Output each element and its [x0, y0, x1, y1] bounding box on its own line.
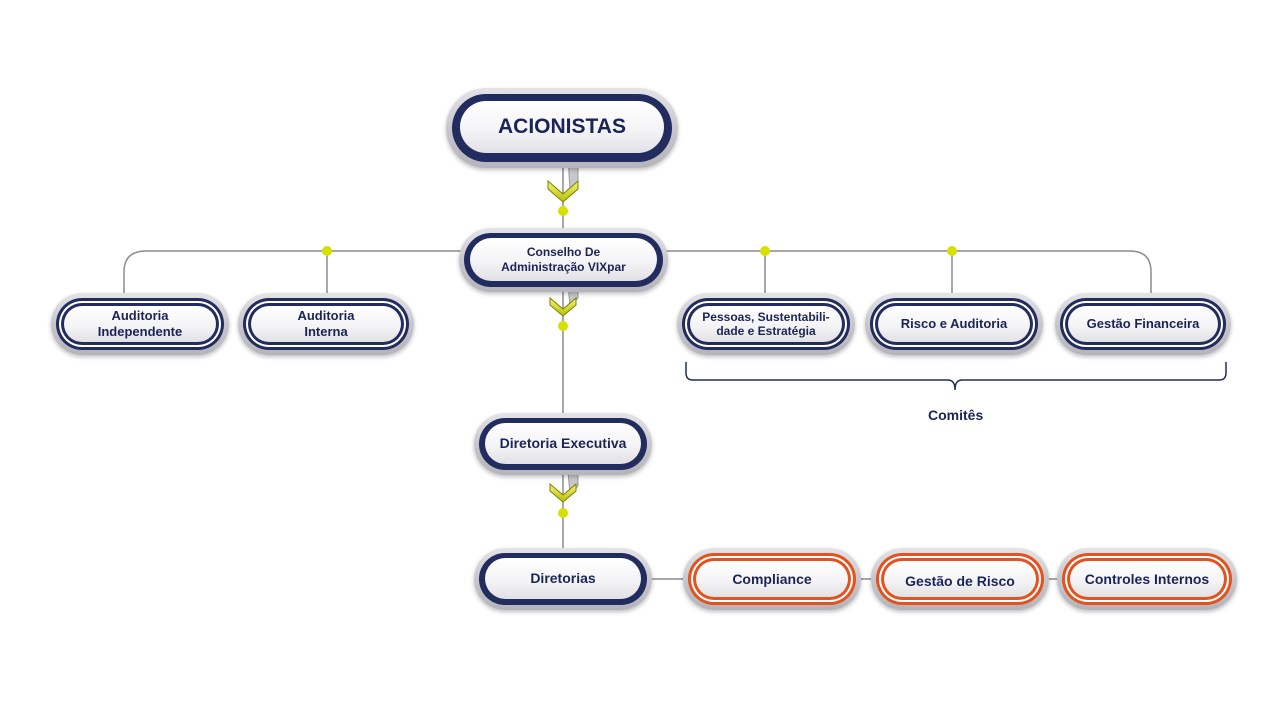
node-label: Gestão de Risco — [884, 561, 1036, 597]
node-controles-internos: Controles Internos — [1057, 548, 1237, 610]
junction-dot — [947, 246, 957, 256]
node-diretoria-executiva: Diretoria Executiva — [474, 413, 652, 475]
junction-dot — [760, 246, 770, 256]
node-label: Auditoria Interna — [251, 306, 401, 342]
node-diretorias: Diretorias — [474, 548, 652, 610]
node-pessoas-sustentabilidade-estrategia: Pessoas, Sustentabili-dade e Estratégia — [677, 293, 855, 355]
node-risco-auditoria: Risco e Auditoria — [865, 293, 1043, 355]
node-acionistas: ACIONISTAS — [446, 88, 678, 168]
junction-dot — [558, 321, 568, 331]
down-arrow-icon — [549, 471, 579, 503]
node-label: Conselho De Administração VIXpar — [470, 238, 657, 281]
node-gestao-de-risco: Gestão de Risco — [871, 548, 1049, 610]
junction-dot — [558, 206, 568, 216]
node-auditoria-interna: Auditoria Interna — [238, 293, 414, 355]
junction-dot — [322, 246, 332, 256]
node-compliance: Compliance — [683, 548, 861, 610]
node-label: Compliance — [696, 561, 848, 597]
node-label: Pessoas, Sustentabili-dade e Estratégia — [690, 306, 842, 342]
junction-dot — [558, 508, 568, 518]
committees-label: Comitês — [928, 407, 984, 423]
committees-brace — [685, 362, 1227, 391]
node-label: Gestão Financeira — [1068, 306, 1218, 342]
node-label: Diretoria Executiva — [485, 423, 641, 464]
node-conselho: Conselho De Administração VIXpar — [459, 228, 668, 292]
node-label: Auditoria Independente — [64, 306, 216, 342]
node-auditoria-independente: Auditoria Independente — [51, 293, 229, 355]
node-label: Risco e Auditoria — [878, 306, 1030, 342]
node-gestao-financeira: Gestão Financeira — [1055, 293, 1231, 355]
node-label: ACIONISTAS — [460, 101, 664, 153]
node-label: Diretorias — [485, 558, 641, 599]
node-label: Controles Internos — [1070, 561, 1224, 597]
